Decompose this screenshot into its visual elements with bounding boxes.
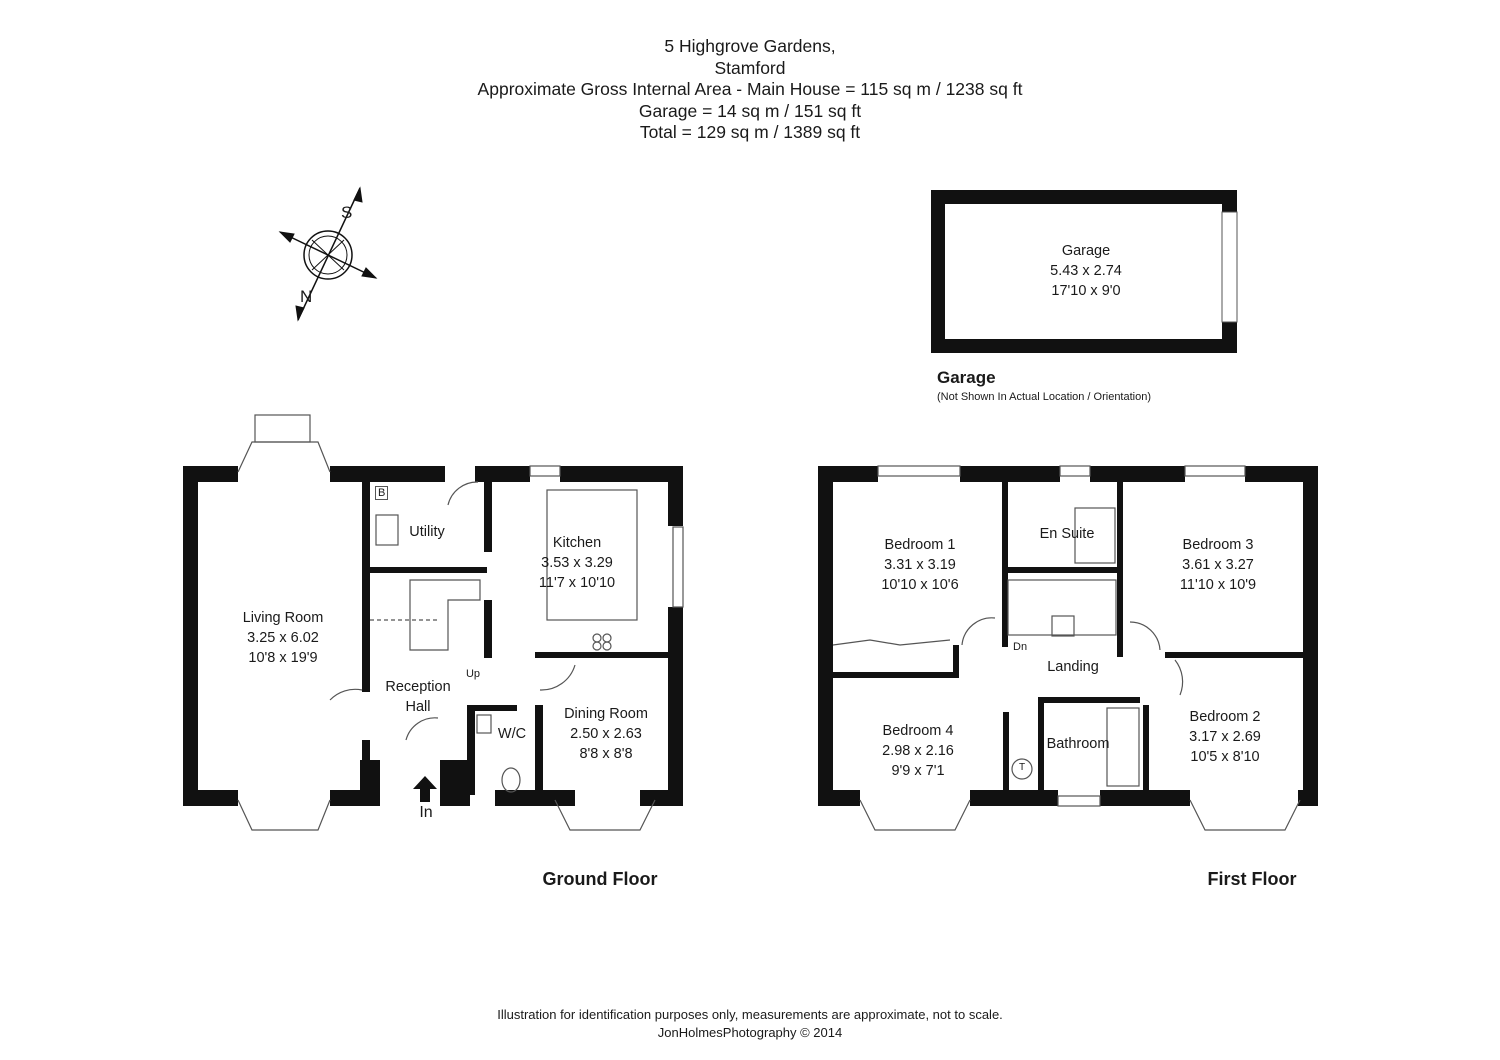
room-name: Dining Room — [564, 706, 648, 722]
room-metric: 3.61 x 3.27 — [1182, 557, 1254, 573]
room-name: Bedroom 3 — [1182, 537, 1254, 553]
room-name: Bedroom 1 — [884, 537, 956, 553]
stairs-up-label: Up — [465, 668, 481, 680]
room-kitchen: Kitchen 3.53 x 3.29 11'7 x 10'10 — [539, 533, 615, 593]
room-imperial: 8'8 x 8'8 — [579, 746, 633, 762]
compass-north-label: N — [300, 287, 313, 306]
room-wc: W/C — [497, 726, 527, 742]
stairs-down-label: Dn — [1013, 641, 1028, 653]
room-name: Kitchen — [552, 535, 602, 551]
header: 5 Highgrove Gardens, Stamford Approximat… — [478, 36, 1023, 144]
room-imperial: 17'10 x 9'0 — [1051, 283, 1121, 299]
ground-floor-bays — [237, 414, 684, 831]
boiler-label: B — [375, 486, 389, 500]
room-name: Garage — [1061, 243, 1111, 259]
room-landing: Landing — [1047, 659, 1099, 675]
room-en-suite: En Suite — [1039, 526, 1095, 542]
footer: Illustration for identification purposes… — [497, 1006, 1003, 1042]
room-imperial: 10'10 x 10'6 — [881, 577, 959, 593]
room-bathroom: Bathroom — [1046, 736, 1110, 752]
ground-floor-walls — [183, 466, 683, 806]
room-metric: 3.17 x 2.69 — [1189, 729, 1261, 745]
room-imperial: 11'7 x 10'10 — [538, 575, 616, 591]
compass-south-label: S — [341, 203, 353, 222]
area-garage: Garage = 14 sq m / 151 sq ft — [638, 100, 862, 121]
room-metric: 2.98 x 2.16 — [882, 743, 954, 759]
room-imperial: 10'5 x 8'10 — [1190, 749, 1260, 765]
room-metric: 2.50 x 2.63 — [570, 726, 642, 742]
room-imperial: 10'8 x 19'9 — [248, 650, 318, 666]
compass-icon — [278, 186, 378, 322]
room-name: Bedroom 4 — [882, 723, 954, 739]
area-main: Approximate Gross Internal Area - Main H… — [477, 79, 1023, 99]
room-metric: 3.25 x 6.02 — [247, 630, 319, 646]
room-imperial: 11'10 x 10'9 — [1179, 577, 1257, 593]
ground-floor-label: Ground Floor — [542, 869, 658, 889]
room-name: Living Room — [242, 610, 324, 626]
room-name: Bedroom 2 — [1189, 709, 1261, 725]
room-metric: 3.31 x 3.19 — [884, 557, 956, 573]
room-bedroom-4: Bedroom 4 2.98 x 2.16 9'9 x 7'1 — [882, 721, 954, 781]
address-line-1: 5 Highgrove Gardens, — [664, 36, 836, 56]
first-floor-label: First Floor — [1207, 869, 1297, 889]
room-bedroom-2: Bedroom 2 3.17 x 2.69 10'5 x 8'10 — [1189, 707, 1261, 767]
garage-heading: Garage — [937, 368, 996, 387]
room-metric: 3.53 x 3.29 — [541, 555, 613, 571]
entrance-label: In — [419, 804, 433, 821]
room-imperial: 9'9 x 7'1 — [891, 763, 945, 779]
copyright: JonHolmesPhotography © 2014 — [657, 1025, 843, 1040]
area-total: Total = 129 sq m / 1389 sq ft — [639, 122, 861, 142]
room-name-2: Hall — [405, 699, 431, 715]
garage-note: (Not Shown In Actual Location / Orientat… — [937, 391, 1152, 403]
entrance-arrow-icon — [413, 776, 437, 802]
disclaimer: Illustration for identification purposes… — [497, 1007, 1003, 1022]
room-bedroom-3: Bedroom 3 3.61 x 3.27 11'10 x 10'9 — [1180, 535, 1256, 595]
room-dining-room: Dining Room 2.50 x 2.63 8'8 x 8'8 — [564, 704, 648, 764]
garage-plan — [931, 190, 1238, 353]
room-living-room: Living Room 3.25 x 6.02 10'8 x 19'9 — [243, 608, 324, 668]
room-metric: 5.43 x 2.74 — [1050, 263, 1122, 279]
room-bedroom-1: Bedroom 1 3.31 x 3.19 10'10 x 10'6 — [881, 535, 958, 595]
garage-room-label: Garage 5.43 x 2.74 17'10 x 9'0 — [1050, 241, 1122, 301]
address-line-2: Stamford — [714, 57, 786, 78]
first-floor-fixtures — [832, 465, 1301, 831]
tank-label: T — [1018, 762, 1026, 773]
room-reception-hall: Reception Hall — [385, 677, 450, 717]
room-name: Reception — [385, 679, 451, 695]
room-utility: Utility — [409, 524, 445, 540]
first-floor-walls — [818, 466, 1318, 806]
